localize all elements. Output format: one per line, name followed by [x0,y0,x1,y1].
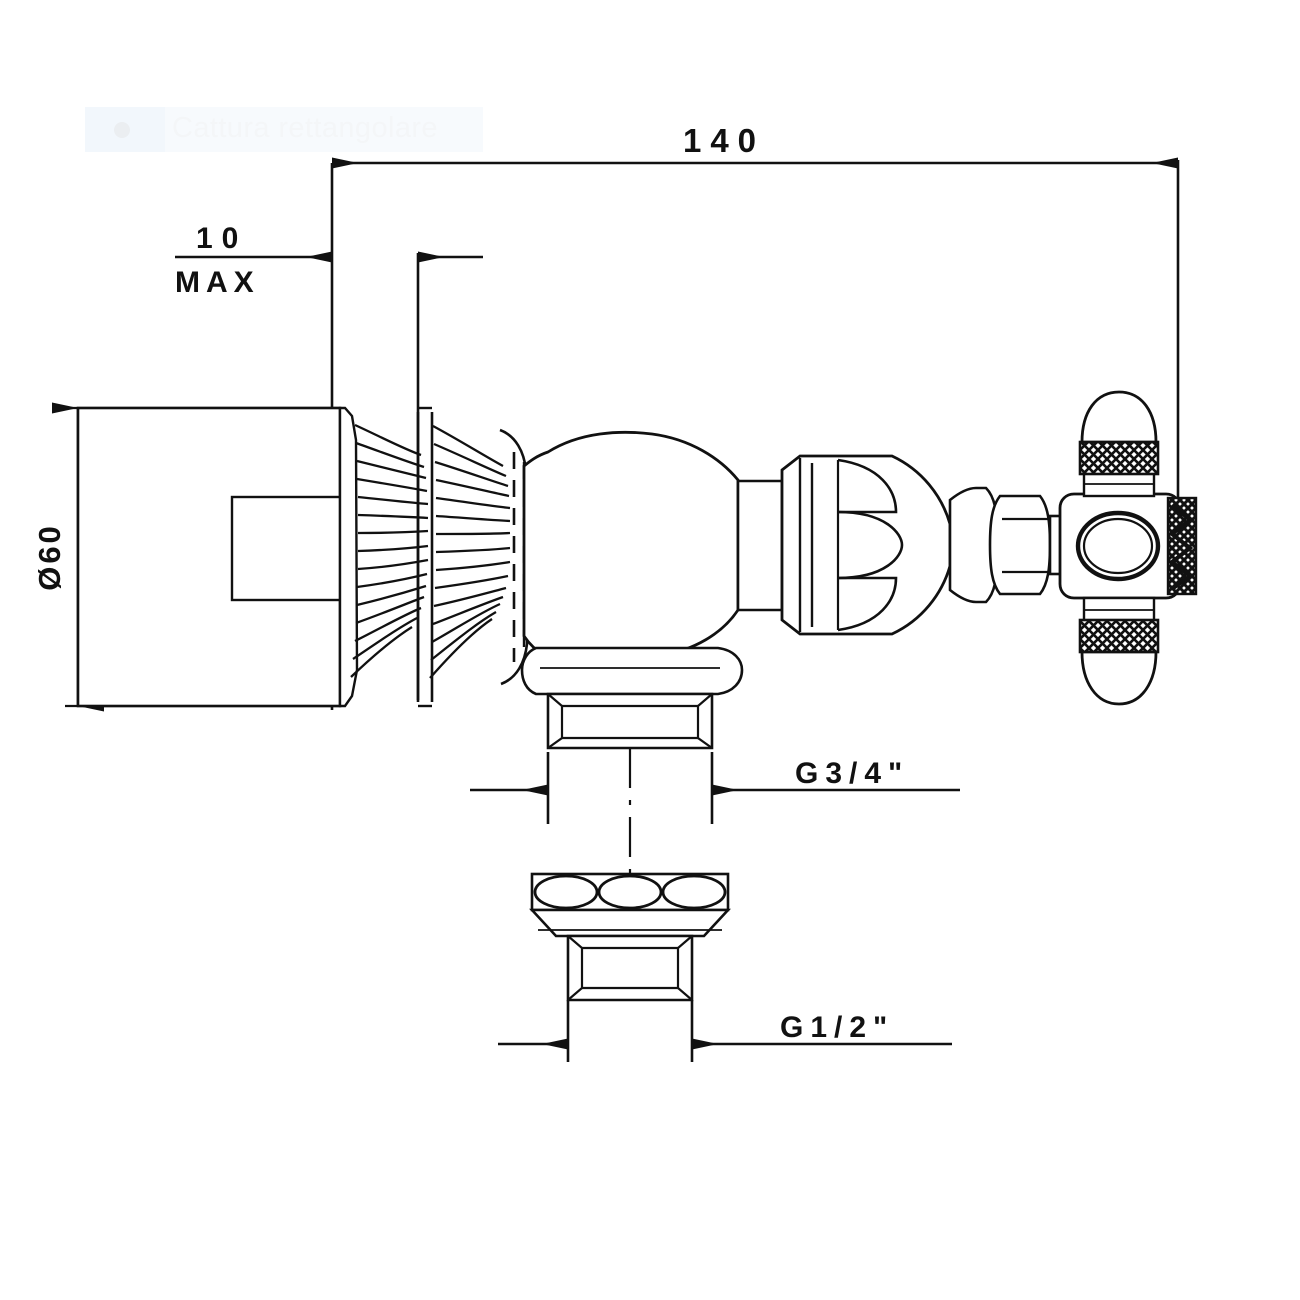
dimension-label-g12-outlet: G1/2" [780,1011,894,1044]
cross-handle [1058,390,1198,706]
body-lower-shoulder [520,646,744,696]
watermark-label: Cattura rettangolare [172,112,438,144]
wall-plate [76,406,342,708]
dimension-label-max: MAX [175,266,260,299]
handle-acorn-bottom [1080,650,1158,706]
record-dot-icon [114,122,130,138]
dimension-label-g34: G3/4" [795,757,909,790]
handle-knurl-top [1078,440,1160,476]
handle-arm-bottom [1078,596,1160,706]
outlet-nut-g12 [566,934,694,1002]
handle-arm-top [1078,390,1160,498]
dimension-outlet-g12 [498,1000,952,1062]
knurled-escutcheon [338,406,529,708]
outlet-spigot-g34 [546,692,714,750]
valve-body [522,430,784,658]
aerator-port-3 [661,874,727,910]
dimension-label-140: 140 [683,122,765,159]
hex-nut [948,486,1052,604]
dimension-outlet-g34 [470,752,960,824]
handle-acorn-top [1080,390,1158,444]
aerator-flange [529,872,731,938]
aerator-port-1 [533,874,599,910]
handle-knurl-bottom [1078,618,1160,654]
bonnet [780,454,952,636]
dimension-label-10: 10 [196,222,247,255]
handle-knurl-right [1166,496,1198,596]
aerator-port-2 [597,874,663,910]
dimension-label-d60: Ø60 [32,523,67,591]
